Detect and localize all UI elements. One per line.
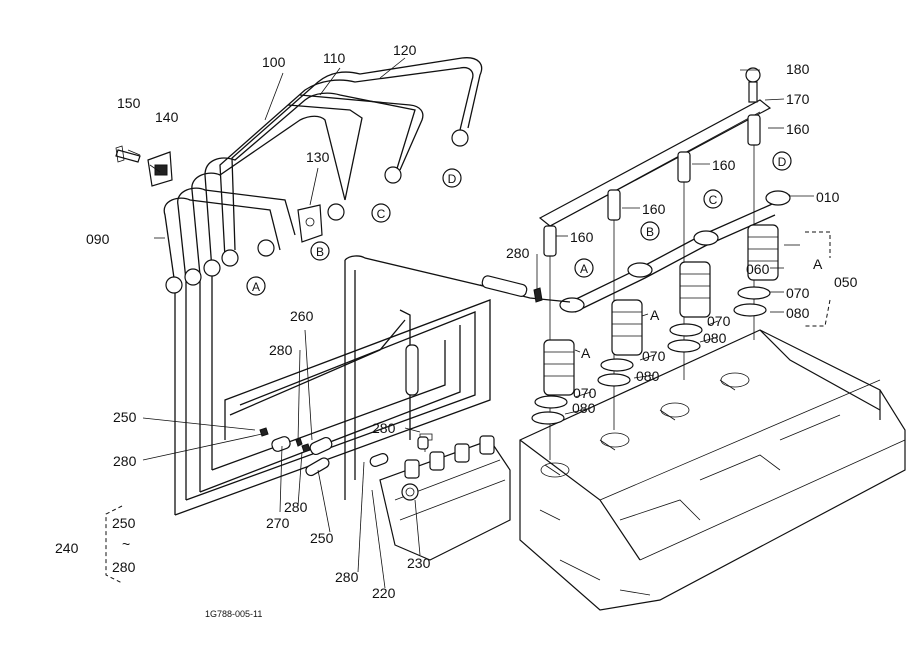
glow-plug-4	[747, 114, 761, 165]
group-240-bracket	[105, 505, 123, 584]
glow-plug-3	[677, 151, 691, 200]
svg-text:D: D	[448, 172, 457, 186]
label-230: 230	[407, 555, 431, 571]
marker-d-2: D	[772, 151, 792, 171]
marker-b-2: B	[640, 221, 660, 241]
group-range-from: 250	[112, 515, 136, 531]
label-170: 170	[786, 91, 810, 107]
label-060: 060	[746, 261, 770, 277]
label-280-d: 280	[372, 420, 396, 436]
label-090: 090	[86, 231, 110, 247]
leak-off-pipes	[174, 255, 501, 516]
label-a-group-4: A	[813, 256, 823, 272]
nozzle-4	[733, 224, 779, 317]
group-range-to: 280	[112, 559, 136, 575]
label-280-f: 280	[335, 569, 359, 585]
label-160-b: 160	[712, 157, 736, 173]
label-250-a: 250	[113, 409, 137, 425]
label-240: 240	[55, 540, 79, 556]
group-range-tilde: ~	[122, 536, 130, 552]
injection-pump-body	[379, 433, 511, 561]
injection-pipes	[163, 57, 483, 294]
label-050: 050	[834, 274, 858, 290]
marker-c-2: C	[703, 189, 723, 209]
marker-a-1: A	[246, 276, 266, 296]
label-280-e: 280	[284, 499, 308, 515]
svg-text:B: B	[316, 245, 324, 259]
svg-text:A: A	[252, 280, 260, 294]
label-110: 110	[323, 50, 346, 66]
label-070-c: 070	[642, 348, 666, 364]
label-220: 220	[372, 585, 396, 601]
nozzle-1	[531, 339, 575, 425]
label-270: 270	[266, 515, 290, 531]
drawing-code: 1G788-005-11	[205, 609, 262, 619]
label-130: 130	[306, 149, 330, 165]
leader-lines	[127, 57, 814, 589]
label-080-d: 080	[572, 400, 596, 416]
label-280-c: 280	[113, 453, 137, 469]
label-070-b: 070	[707, 313, 731, 329]
nozzle-2	[597, 299, 643, 387]
label-280-b: 280	[269, 342, 293, 358]
svg-text:D: D	[778, 155, 787, 169]
nozzle-3	[667, 261, 711, 353]
marker-d-1: D	[442, 168, 462, 188]
label-100: 100	[262, 54, 286, 70]
label-160-c: 160	[642, 201, 666, 217]
label-a-group-3: A	[650, 307, 660, 323]
label-070-d: 070	[573, 385, 597, 401]
cylinder-head	[519, 329, 906, 611]
marker-a-2: A	[574, 258, 594, 278]
glow-plug-2	[607, 189, 621, 240]
glow-plug-1	[543, 225, 557, 280]
svg-text:C: C	[377, 207, 386, 221]
pipe-clamp	[115, 145, 323, 243]
fuel-return-pipe	[479, 190, 791, 313]
svg-text:B: B	[646, 225, 654, 239]
label-260: 260	[290, 308, 314, 324]
label-080-b: 080	[703, 330, 727, 346]
label-150: 150	[117, 95, 141, 111]
label-160-d: 160	[570, 229, 594, 245]
label-080-a: 080	[786, 305, 810, 321]
label-010: 010	[816, 189, 840, 205]
marker-c-1: C	[371, 203, 391, 223]
svg-text:C: C	[709, 193, 718, 207]
label-070-a: 070	[786, 285, 810, 301]
label-120: 120	[393, 42, 417, 58]
marker-b-1: B	[310, 241, 330, 261]
label-140: 140	[155, 109, 179, 125]
label-a-group-2: A	[581, 345, 591, 361]
label-250-b: 250	[310, 530, 334, 546]
svg-text:A: A	[580, 262, 588, 276]
label-180: 180	[786, 61, 810, 77]
assembly-050-bracket	[805, 231, 831, 327]
label-160-a: 160	[786, 121, 810, 137]
label-080-c: 080	[636, 368, 660, 384]
label-280-a: 280	[506, 245, 530, 261]
